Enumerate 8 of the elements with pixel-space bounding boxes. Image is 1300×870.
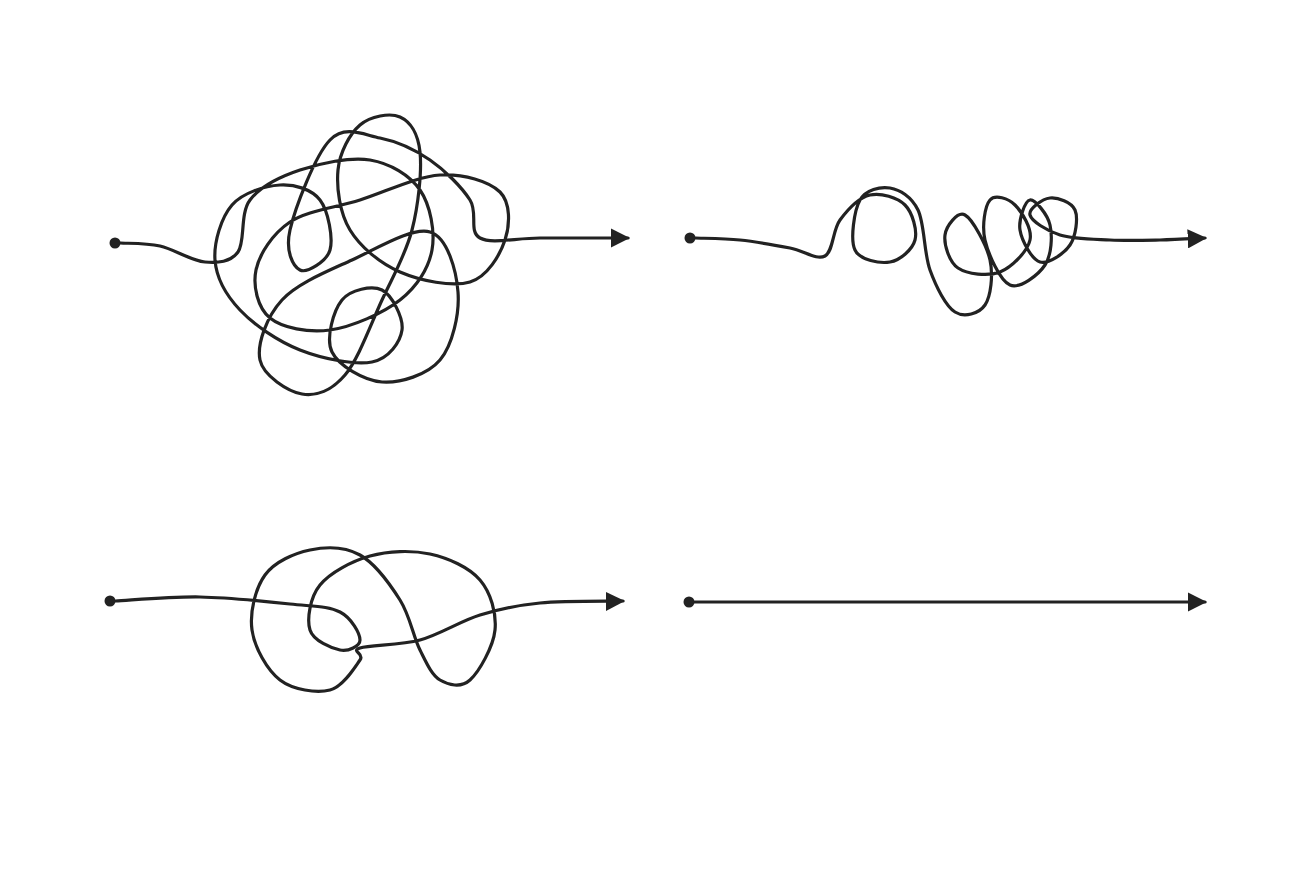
start-dot [109,237,121,249]
start-dot [684,232,696,244]
tangled-arrow [692,592,1207,612]
tangled-arrow [693,186,1207,317]
tangled-arrow [118,113,630,397]
start-dot [683,596,695,608]
tangled-arrow [113,546,625,693]
start-dot [104,595,116,607]
